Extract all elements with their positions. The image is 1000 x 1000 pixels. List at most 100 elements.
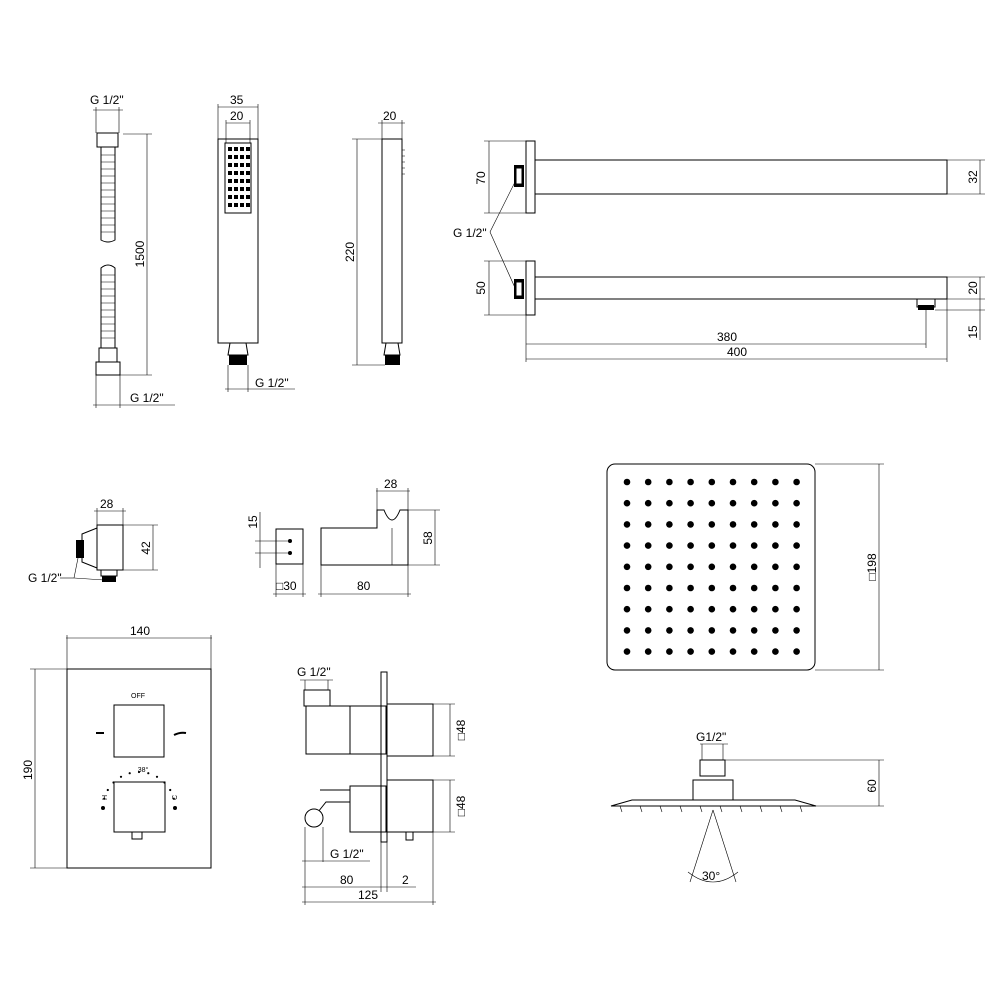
nozzle-dot — [708, 499, 716, 507]
holder-front-height-label: 15 — [246, 515, 260, 529]
nozzle-dot — [729, 521, 737, 528]
nozzle-dot — [623, 521, 631, 528]
shower-arm-top: 70 32 — [474, 140, 985, 214]
nozzle-dot — [687, 521, 694, 528]
hand-shower-nozzles — [228, 147, 250, 207]
nozzle-dot — [772, 605, 779, 613]
nozzle-dot — [772, 584, 779, 592]
nozzle-dot — [772, 499, 779, 507]
shower-hose: G 1/2" 1500 G 1/2" — [90, 93, 175, 408]
temp-scale-dot — [147, 772, 150, 775]
temp-scale-dot — [137, 770, 141, 774]
nozzle-dot — [687, 627, 694, 634]
nozzle-dot — [793, 499, 800, 507]
nozzle-dot — [666, 627, 673, 634]
nozzle-dot — [750, 605, 758, 613]
nozzle-dot — [793, 478, 800, 486]
nozzle-dot — [729, 563, 737, 571]
nozzle-dot — [623, 478, 631, 486]
nozzle-dot — [750, 648, 758, 655]
nozzle-dot — [729, 627, 737, 634]
hose-length-label: 1500 — [133, 240, 147, 267]
holder-side-height-label: 58 — [421, 531, 435, 545]
arm-reach-total-label: 400 — [727, 345, 747, 359]
arm-top-height-label: 32 — [966, 170, 980, 184]
temp-scale-dot — [155, 775, 159, 778]
nozzle-dot — [644, 521, 652, 528]
hand-shower-side: 20 220 — [343, 109, 405, 366]
wall-outlet: 28 42 G 1/2" — [28, 497, 158, 585]
outlet-height-label: 42 — [139, 541, 153, 555]
thermostat-total-label: 125 — [358, 888, 378, 902]
off-label: OFF — [131, 693, 145, 700]
nozzle-dot — [666, 521, 673, 528]
nozzle-dot — [793, 605, 800, 613]
nozzle-dot — [644, 648, 652, 655]
nozzle-dot — [623, 648, 631, 655]
temp-scale-dot — [119, 775, 123, 778]
hose-top-thread-label: G 1/2" — [90, 93, 124, 107]
nozzle-dot — [750, 499, 758, 507]
nozzle-dot — [793, 521, 800, 528]
nozzle-dot — [687, 478, 694, 486]
holder-front-size-label: □30 — [276, 579, 297, 593]
hot-label: H — [102, 795, 109, 800]
nozzle-dot — [666, 648, 673, 655]
nozzle-dot — [666, 584, 673, 592]
nozzle-dot — [666, 499, 673, 507]
outlet-thread-label: G 1/2" — [28, 571, 62, 585]
temp-scale-dot — [128, 772, 131, 775]
rain-height-label: 60 — [865, 779, 879, 793]
nozzle-dot — [644, 605, 652, 613]
arm-bottom-plate-label: 50 — [474, 281, 488, 295]
arm-bottom-height-label: 20 — [966, 281, 980, 295]
nozzle-dot — [687, 499, 694, 507]
nozzle-dot — [772, 478, 779, 486]
nozzle-dot — [729, 499, 737, 507]
nozzle-dot — [687, 542, 694, 549]
rain-shower-size-label: □198 — [865, 553, 879, 581]
thermostat-height-label: 190 — [21, 760, 35, 780]
thermostat-thread-bottom-label: G 1/2" — [330, 847, 364, 861]
nozzle-dot — [750, 542, 758, 549]
nozzle-dot — [687, 584, 694, 592]
temp-scale-dot — [101, 806, 105, 810]
temperature-scale — [101, 770, 177, 810]
nozzle-dot — [644, 627, 652, 634]
nozzle-dot — [623, 542, 631, 549]
rain-angle-label: 30° — [702, 869, 720, 883]
nozzle-dot — [687, 605, 694, 613]
nozzle-dot — [666, 542, 673, 549]
nozzle-dot — [708, 542, 716, 549]
holder-side-width-label: 28 — [384, 477, 398, 491]
shower-arm-bottom: 50 20 15 380 400 — [474, 260, 985, 362]
arm-top-plate-label: 70 — [474, 171, 488, 185]
nozzle-dot — [772, 521, 779, 528]
nozzle-dot — [623, 627, 631, 634]
headshower-icon — [173, 731, 187, 736]
temp-label: 38° — [138, 766, 149, 774]
nozzle-dot — [623, 584, 631, 592]
rain-thread-label: G1/2" — [696, 730, 726, 744]
nozzle-dot — [644, 563, 652, 571]
nozzle-dot — [708, 648, 716, 655]
arm-drop-label: 15 — [966, 325, 980, 339]
nozzle-dot — [687, 563, 694, 571]
temp-scale-dot — [169, 788, 172, 792]
nozzle-dot — [729, 648, 737, 655]
nozzle-dot — [793, 648, 800, 655]
thermostat-knob-top-label: □48 — [454, 719, 468, 740]
nozzle-dot — [750, 563, 758, 571]
arm-thread-label: G 1/2" — [453, 226, 487, 240]
nozzle-dot — [708, 627, 716, 634]
nozzle-dot — [644, 478, 652, 486]
nozzle-dot — [644, 499, 652, 507]
thermostat-thread-top-label: G 1/2" — [297, 665, 331, 679]
nozzle-dot — [772, 648, 779, 655]
thermostat-knob-bottom-label: □48 — [454, 795, 468, 816]
nozzle-dot — [772, 563, 779, 571]
nozzle-dot — [623, 563, 631, 571]
holder-side-depth-label: 80 — [357, 579, 371, 593]
hand-shower-head-width-label: 20 — [230, 109, 244, 123]
